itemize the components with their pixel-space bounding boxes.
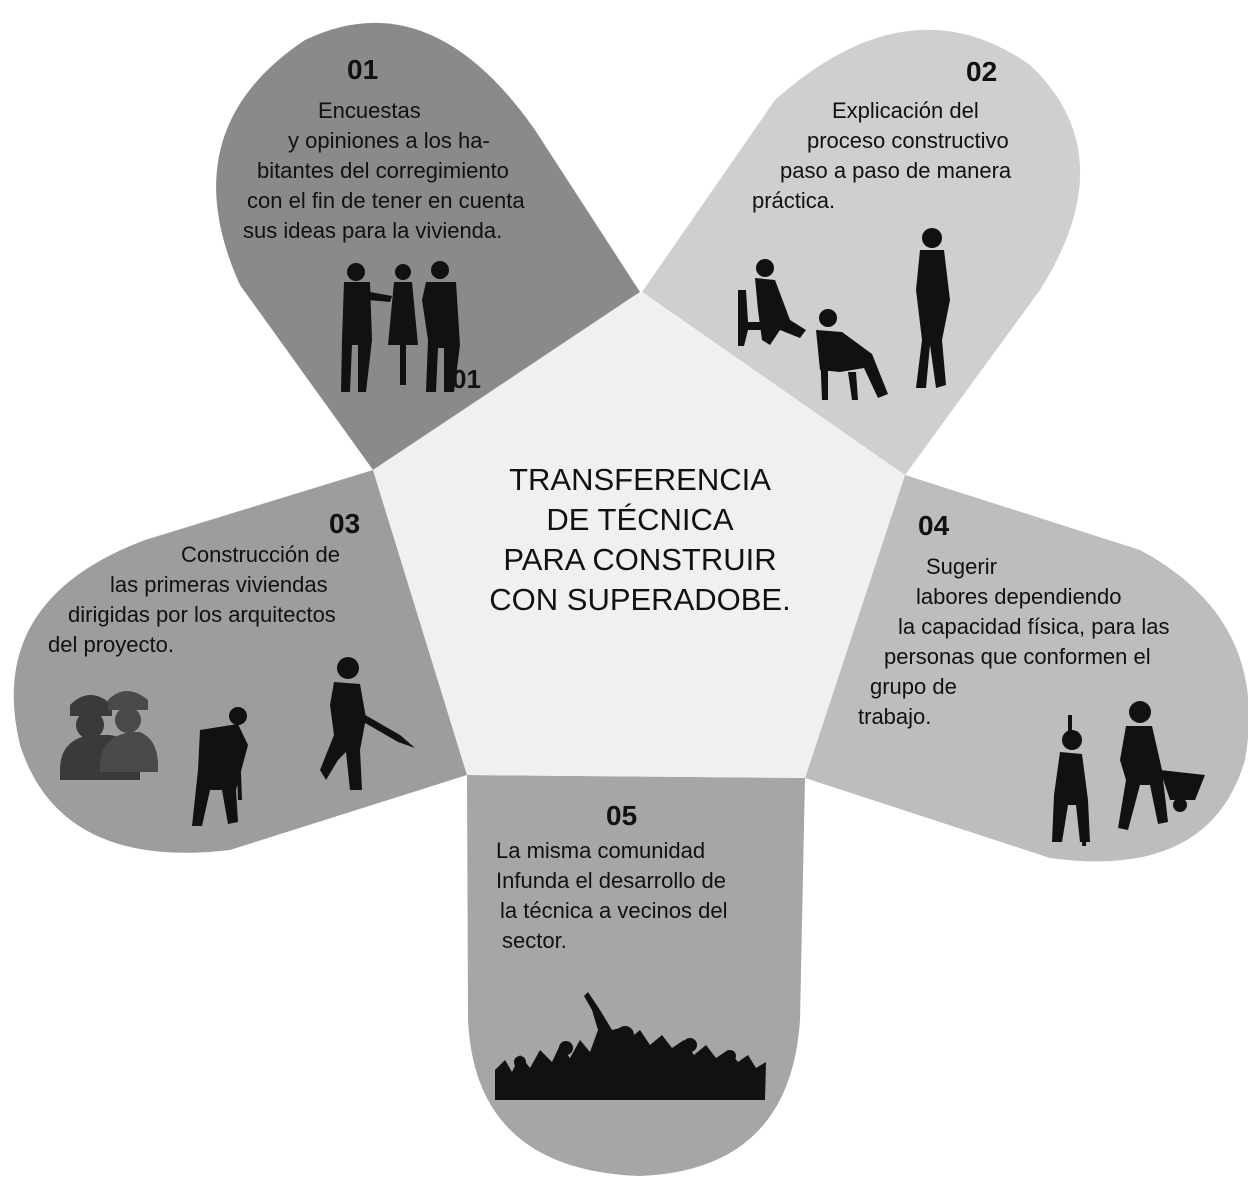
petal-01-line: y opiniones a los ha- bbox=[288, 128, 490, 153]
center-title-line: TRANSFERENCIA bbox=[509, 462, 771, 497]
workers-wheelbarrow-icon bbox=[1052, 701, 1205, 846]
petal-04-line: la capacidad física, para las bbox=[898, 614, 1170, 639]
petal-05-line: sector. bbox=[502, 928, 567, 953]
center-title-line: CON SUPERADOBE. bbox=[489, 582, 791, 617]
people-talking-icon bbox=[341, 261, 460, 392]
petal-04-line: trabajo. bbox=[858, 704, 932, 729]
petal-05-text: La misma comunidad Infunda el desarrollo… bbox=[496, 836, 727, 956]
petal-05-number: 05 bbox=[606, 800, 638, 831]
people-reading-icon bbox=[738, 228, 950, 400]
petal-05-line: La misma comunidad bbox=[496, 838, 706, 863]
center-title: TRANSFERENCIA DE TÉCNICA PARA CONSTRUIR … bbox=[470, 460, 810, 620]
petal-01-line: Encuestas bbox=[318, 98, 421, 123]
petal-01-line: con el fin de tener en cuenta bbox=[247, 188, 525, 213]
petal-02-number: 02 bbox=[966, 56, 998, 87]
petal-02-line: proceso constructivo bbox=[807, 128, 1009, 153]
center-title-line: PARA CONSTRUIR bbox=[503, 542, 777, 577]
petal-02-line: paso a paso de manera bbox=[780, 158, 1012, 183]
petal-03-line: dirigidas por los arquitectos bbox=[68, 602, 336, 627]
petal-02 bbox=[642, 29, 1081, 475]
center-pentagon bbox=[373, 292, 905, 778]
petal-02-line: práctica. bbox=[752, 188, 836, 213]
petal-04-text: Sugerir labores dependiendo la capacidad… bbox=[858, 552, 1170, 732]
petal-01 bbox=[216, 22, 640, 470]
petal-03-text: Construcción de las primeras viviendas d… bbox=[48, 540, 340, 660]
stray-label: 01 bbox=[452, 364, 481, 394]
petal-03-line: las primeras viviendas bbox=[110, 572, 328, 597]
crowd-cheering-icon bbox=[495, 992, 766, 1100]
petal-03-number: 03 bbox=[329, 508, 361, 539]
petal-01-number: 01 bbox=[347, 54, 379, 85]
petal-05-line: la técnica a vecinos del bbox=[500, 898, 728, 923]
petal-03-line: del proyecto. bbox=[48, 632, 174, 657]
petal-02-text: Explicación del proceso constructivo pas… bbox=[752, 96, 1011, 216]
petal-04-number: 04 bbox=[918, 510, 950, 541]
petal-03-line: Construcción de bbox=[181, 542, 340, 567]
center-title-line: DE TÉCNICA bbox=[546, 502, 734, 537]
petal-01-text: Encuestas y opiniones a los ha- bitantes… bbox=[243, 96, 525, 246]
petal-01-line: sus ideas para la vivienda. bbox=[243, 218, 503, 243]
petal-04-line: labores dependiendo bbox=[916, 584, 1122, 609]
petal-04-line: personas que conformen el bbox=[884, 644, 1151, 669]
petal-04-line: Sugerir bbox=[926, 554, 997, 579]
petal-01-line: bitantes del corregimiento bbox=[257, 158, 509, 183]
petal-04-line: grupo de bbox=[870, 674, 957, 699]
petal-02-line: Explicación del bbox=[832, 98, 979, 123]
construction-workers-icon bbox=[60, 657, 415, 826]
petal-05-line: Infunda el desarrollo de bbox=[496, 868, 726, 893]
